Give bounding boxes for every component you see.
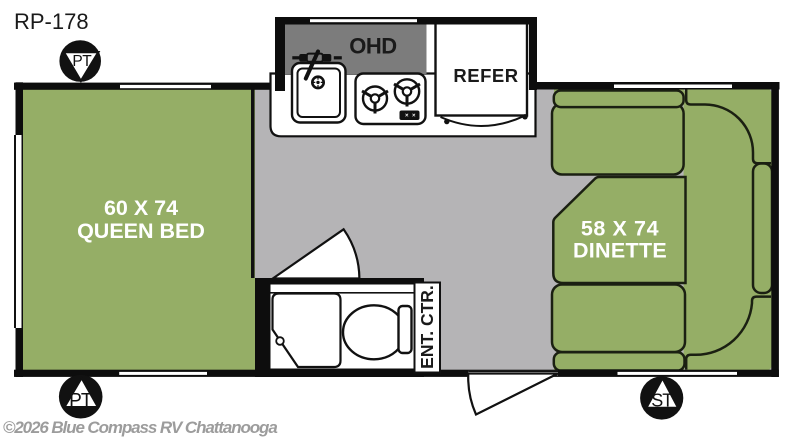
svg-text:PT: PT — [72, 53, 92, 70]
svg-text:60 X 74: 60 X 74 — [104, 196, 178, 220]
svg-text:QUEEN BED: QUEEN BED — [77, 219, 205, 243]
svg-text:ENT. CTR.: ENT. CTR. — [417, 285, 437, 369]
svg-text:RP-178: RP-178 — [14, 9, 89, 34]
svg-text:OHD: OHD — [349, 34, 396, 59]
svg-text:REFER: REFER — [453, 65, 518, 86]
svg-text:ST: ST — [651, 391, 673, 411]
svg-text:58 X 74: 58 X 74 — [581, 216, 659, 240]
svg-text:DINETTE: DINETTE — [573, 238, 667, 262]
svg-text:PT: PT — [69, 390, 93, 411]
svg-text:©2026 Blue Compass RV Chattano: ©2026 Blue Compass RV Chattanooga — [3, 418, 277, 437]
